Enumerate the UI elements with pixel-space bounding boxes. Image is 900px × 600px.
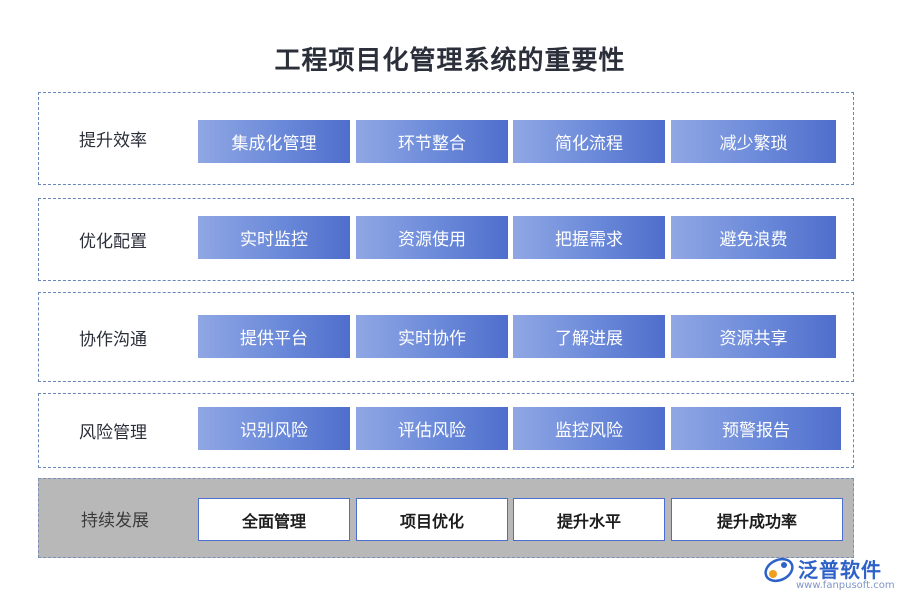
item-box: 项目优化 [356, 498, 508, 541]
item-box: 减少繁琐 [671, 120, 836, 163]
logo-url: www.fanpusoft.com [796, 580, 895, 591]
row-label: 优化配置 [79, 232, 147, 252]
item-box: 环节整合 [356, 120, 508, 163]
page-title: 工程项目化管理系统的重要性 [274, 46, 626, 76]
item-box: 识别风险 [198, 407, 350, 450]
item-box: 提升成功率 [671, 498, 843, 541]
row-label: 持续发展 [81, 510, 149, 531]
item-box: 资源共享 [671, 315, 836, 358]
item-box: 提升水平 [513, 498, 665, 541]
item-box: 评估风险 [356, 407, 508, 450]
row-sustainable-development: 持续发展 全面管理 项目优化 提升水平 提升成功率 [38, 478, 854, 558]
row-risk: 风险管理 识别风险 评估风险 监控风险 预警报告 [38, 393, 854, 468]
item-box: 提供平台 [198, 315, 350, 358]
item-box: 实时监控 [198, 216, 350, 259]
item-box: 监控风险 [513, 407, 665, 450]
brand-logo: 泛普软件 www.fanpusoft.com [762, 552, 895, 596]
item-box: 集成化管理 [198, 120, 350, 163]
item-box: 避免浪费 [671, 216, 836, 259]
item-box: 全面管理 [198, 498, 350, 541]
row-collaboration: 协作沟通 提供平台 实时协作 了解进展 资源共享 [38, 292, 854, 382]
item-box: 预警报告 [671, 407, 841, 450]
item-box: 实时协作 [356, 315, 508, 358]
item-box: 了解进展 [513, 315, 665, 358]
item-box: 资源使用 [356, 216, 508, 259]
item-box: 把握需求 [513, 216, 665, 259]
logo-icon [764, 557, 794, 583]
row-label: 风险管理 [79, 423, 147, 443]
row-allocation: 优化配置 实时监控 资源使用 把握需求 避免浪费 [38, 198, 854, 281]
item-box: 简化流程 [513, 120, 665, 163]
row-efficiency: 提升效率 集成化管理 环节整合 简化流程 减少繁琐 [38, 92, 854, 185]
row-label: 提升效率 [79, 131, 147, 151]
logo-name: 泛普软件 [798, 558, 882, 582]
row-label: 协作沟通 [79, 329, 147, 350]
